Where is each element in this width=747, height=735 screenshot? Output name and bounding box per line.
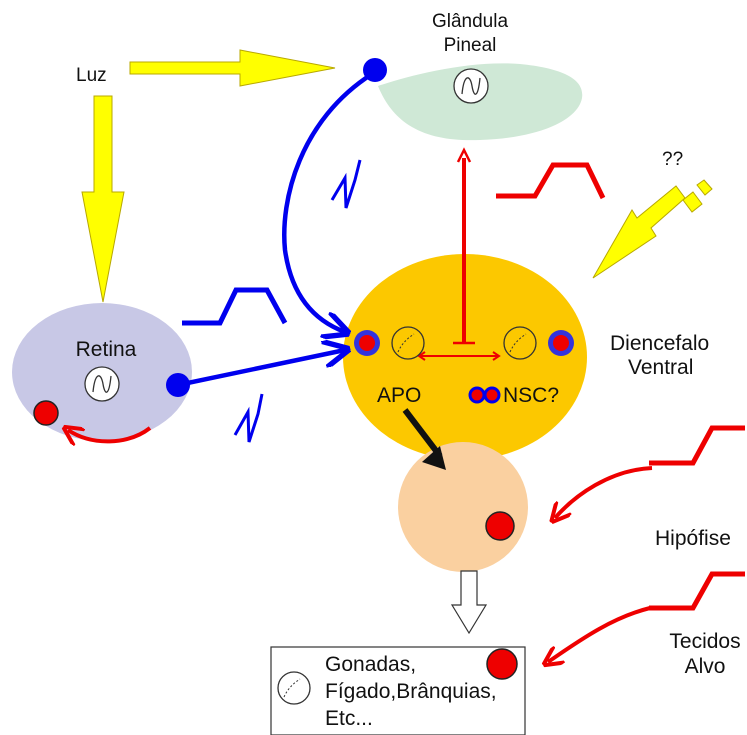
pituitary-receptor-dot xyxy=(486,512,514,540)
retina-label: Retina xyxy=(76,338,137,361)
nsc-neuron-dot-2 xyxy=(485,388,499,402)
pituitary-shape xyxy=(398,442,528,572)
nsc-neuron-dot-1 xyxy=(470,388,484,402)
retina-clock-icon xyxy=(85,367,119,401)
open-down-arrow-icon xyxy=(452,571,486,633)
retina-receptor-dot xyxy=(34,401,58,425)
nsc-label: NSC? xyxy=(503,384,559,407)
target-box-line2: Fígado,Brânquias, xyxy=(325,680,497,703)
retina-to-diencephalon-nerve xyxy=(178,350,345,385)
pineal-clock-icon xyxy=(454,69,488,103)
pituitary-hormone-arrow xyxy=(555,468,652,518)
unknown-input-dash-1 xyxy=(683,192,702,212)
target-tissues-label-line2: Alvo xyxy=(685,655,726,678)
diencephalon-label-line2: Ventral xyxy=(628,356,693,379)
pineal-to-diencephalon-nerve xyxy=(284,74,372,332)
diencephalon-right-receptor-icon xyxy=(553,335,569,351)
light-to-retina-arrow xyxy=(82,96,124,302)
target-hormone-arrow xyxy=(548,608,650,662)
target-box-line1: Gonadas, xyxy=(325,653,416,676)
diencephalon-left-receptor-icon xyxy=(359,335,375,351)
target-receptor-dot xyxy=(487,649,517,679)
pineal-photoreceptor-dot xyxy=(363,58,387,82)
unknown-input-label: ?? xyxy=(662,149,683,170)
neural-rhythm-wave-icon xyxy=(182,290,285,323)
unknown-input-arrow xyxy=(593,186,685,278)
apo-label: APO xyxy=(377,384,421,407)
target-box-line3: Etc... xyxy=(325,707,373,730)
unknown-input-dash-2 xyxy=(697,180,712,195)
hormonal-rhythm-wave-icon xyxy=(496,165,603,198)
pineal-label-line1: Glândula xyxy=(432,11,508,32)
pineal-label-line2: Pineal xyxy=(444,35,497,56)
target-rhythm-wave-icon xyxy=(649,574,745,608)
nerve-impulse-pineal-icon xyxy=(332,160,360,208)
retina-ganglion-dot xyxy=(166,373,190,397)
nerve-impulse-retina-icon xyxy=(235,394,262,442)
light-to-pineal-arrow xyxy=(130,50,335,86)
target-tissues-label-line1: Tecidos xyxy=(669,630,740,653)
diencephalon-label-line1: Diencefalo xyxy=(610,332,709,355)
pituitary-rhythm-wave-icon xyxy=(649,428,745,463)
light-label: Luz xyxy=(76,65,107,86)
pituitary-label: Hipófise xyxy=(655,527,731,550)
